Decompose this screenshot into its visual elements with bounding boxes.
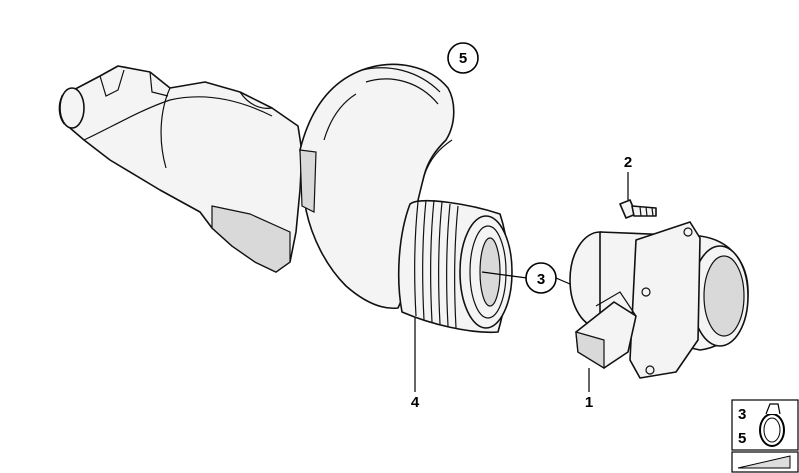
air-filter-housing <box>58 65 303 273</box>
callout-3: 3 <box>525 262 557 294</box>
legend-number-bottom: 5 <box>738 430 746 447</box>
leader-line-3b <box>555 277 571 285</box>
intake-elbow-hose <box>299 63 455 310</box>
wedge-icon <box>737 455 791 469</box>
legend-number-top: 3 <box>738 406 746 423</box>
hose-clamp-icon <box>759 403 785 447</box>
callout-2-label: 2 <box>624 154 632 171</box>
callout-5-label: 5 <box>459 50 467 67</box>
callout-5: 5 <box>447 42 479 74</box>
callout-3-label: 3 <box>537 271 545 288</box>
rubber-bellows-boot <box>397 199 513 334</box>
air-mass-sensor <box>569 221 749 379</box>
bolt <box>619 199 657 219</box>
callout-1-label: 1 <box>585 394 593 411</box>
callout-4-label: 4 <box>411 394 420 411</box>
legend-box: 3 5 <box>731 399 799 473</box>
leader-line-3 <box>481 271 528 279</box>
